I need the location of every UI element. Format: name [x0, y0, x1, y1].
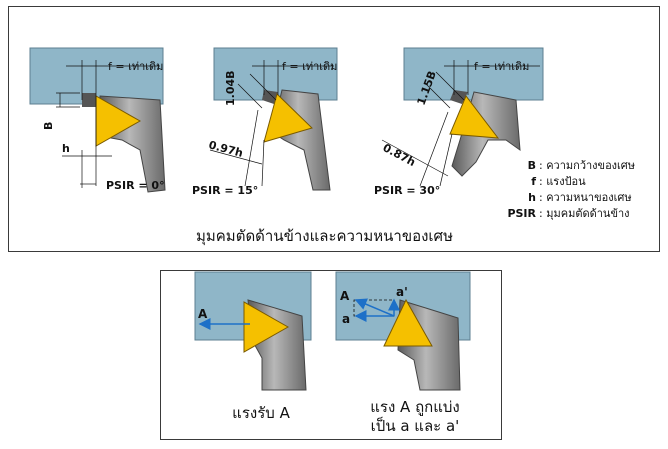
component-label-a: a [342, 312, 350, 326]
feed-label: f = เท่าเดิม [108, 60, 163, 73]
psir-label: PSIR = 30° [374, 184, 440, 197]
chip-section [262, 90, 278, 104]
legend-item-psir: PSIR: มุมคมตัดด้านข้าง [507, 207, 630, 220]
thickness-label: 0.87h [381, 141, 418, 169]
legend-item-f: f: แรงป้อน [531, 175, 586, 188]
psir-label: PSIR = 0° [106, 179, 165, 192]
force-diagram-left: A [194, 271, 312, 391]
legend-item-h: h: ความหนาของเศษ [528, 191, 632, 204]
cutting-insert [263, 93, 313, 143]
right-caption-line-2: เป็น a และ a' [370, 417, 460, 435]
workpiece-block [213, 47, 338, 101]
force-arrow-a [354, 298, 395, 317]
panel-psir-15: f = เท่าเดิม 1.04B 0.97h PSIR = 15° [192, 47, 338, 197]
thickness-label: 0.97h [207, 138, 244, 160]
width-label: 1.04B [224, 70, 237, 106]
cutting-insert [243, 301, 290, 353]
panel-psir-30: f = เท่าเดิม 1.15B 0.87h PSIR = 30° [374, 47, 544, 197]
feed-label: f = เท่าเดิม [282, 60, 337, 73]
force-label-a: A [340, 289, 350, 303]
feed-label: f = เท่าเดิม [474, 60, 529, 73]
force-diagram-right: A a a' [335, 271, 471, 391]
top-caption: มุมคมตัดด้านข้างและความหนาของเศษ [196, 227, 453, 245]
right-caption-line-1: แรง A ถูกแบ่ง [370, 398, 460, 416]
cutting-insert [449, 95, 500, 139]
chip-section [450, 90, 468, 104]
left-caption: แรงรับ A [232, 404, 290, 422]
workpiece-block [403, 47, 544, 101]
legend-item-b: B: ความกว้างของเศษ [527, 159, 636, 172]
width-label: B [42, 122, 55, 130]
chip-section [82, 93, 96, 107]
right-caption: แรง A ถูกแบ่ง เป็น a และ a' [350, 398, 480, 436]
panel-psir-0: f = เท่าเดิม B h PSIR = 0° [29, 47, 166, 193]
force-label-a: A [198, 307, 208, 321]
workpiece-block [29, 47, 164, 105]
cutting-insert [383, 298, 433, 347]
thickness-label: h [62, 142, 70, 155]
psir-label: PSIR = 15° [192, 184, 258, 197]
component-label-a-prime: a' [396, 285, 408, 299]
